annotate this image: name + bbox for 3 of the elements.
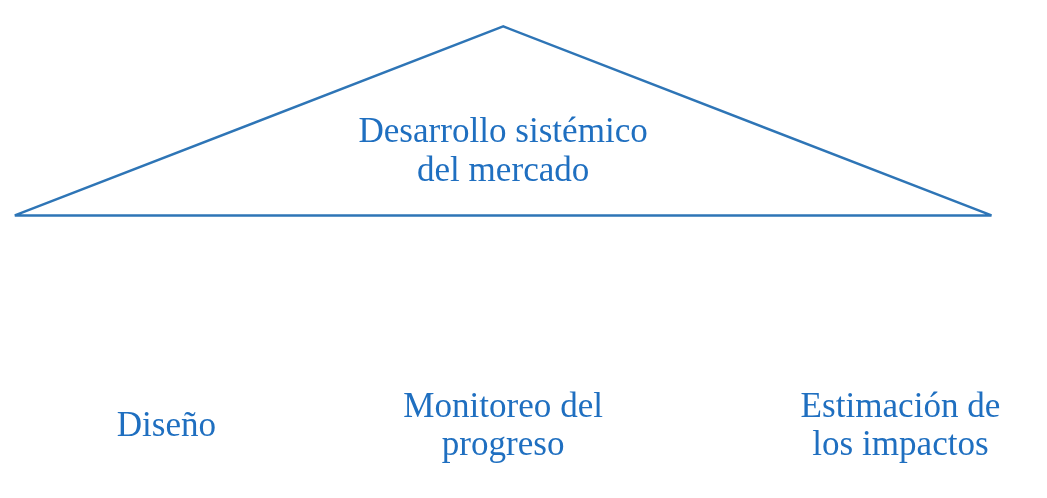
label: Monitoreo del progreso bbox=[403, 385, 604, 464]
label: Estimación de los impactos bbox=[800, 385, 1001, 464]
label: Diseño bbox=[116, 404, 217, 444]
